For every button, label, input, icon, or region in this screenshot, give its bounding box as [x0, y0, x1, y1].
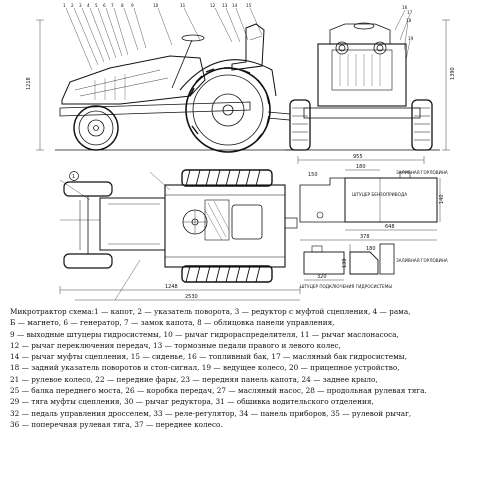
svg-text:8: 8 — [121, 3, 124, 8]
top-view — [59, 169, 301, 301]
svg-text:18: 18 — [406, 18, 412, 23]
caption: Микротрактор схема:1 — капот, 2 — указат… — [10, 306, 475, 430]
dim-length-top: 2530 — [185, 294, 198, 300]
oil-tank-detail — [303, 243, 395, 281]
label-hydro-fitting: ШТУЦЕР ПОДКЛЮЧЕНИЯ ГИДРОСИСТЕМЫ — [300, 284, 392, 289]
caption-line: Микротрактор схема:1 — капот, 2 — указат… — [10, 307, 411, 316]
caption-line: 25 — балка переднего моста, 26 — коробка… — [10, 386, 427, 396]
svg-text:9: 9 — [131, 3, 134, 8]
svg-text:17: 17 — [407, 10, 413, 15]
dim-small-w: 320 — [317, 274, 327, 280]
svg-text:15: 15 — [246, 3, 252, 8]
svg-text:12: 12 — [210, 3, 216, 8]
side-view — [36, 7, 300, 153]
dim-tank-w1: 150 — [308, 172, 318, 178]
dim-track-top: 1248 — [165, 284, 178, 290]
svg-text:16: 16 — [402, 5, 408, 10]
svg-text:2: 2 — [71, 3, 74, 8]
caption-line: 32 — педаль управления дросселем, 33 — р… — [10, 408, 412, 418]
svg-text:11: 11 — [180, 3, 186, 8]
caption-line: 14 — рычаг муфты сцепления, 15 — сиденье… — [10, 352, 407, 362]
svg-text:10: 10 — [153, 3, 159, 8]
svg-text:14: 14 — [232, 3, 238, 8]
svg-text:19: 19 — [408, 36, 414, 41]
svg-text:3: 3 — [79, 3, 82, 8]
svg-text:7: 7 — [111, 3, 114, 8]
svg-text:13: 13 — [222, 3, 228, 8]
svg-text:6: 6 — [103, 3, 106, 8]
label-filler-top: ЗАЛИВНАЯ ГОРЛОВИНА — [396, 170, 448, 175]
svg-text:4: 4 — [87, 3, 90, 8]
dim-small-h: 130 — [342, 258, 348, 268]
caption-line: 12 — рычаг переключения передач, 13 — то… — [10, 340, 341, 350]
caption-line: 18 — задний указатель поворотов и стоп-с… — [10, 363, 400, 373]
fuel-tank-detail — [299, 169, 441, 241]
dim-tank-len2: 378 — [360, 234, 370, 240]
view-number: 1 — [72, 174, 75, 180]
front-view — [285, 9, 450, 164]
dim-tank-h: 140 — [439, 194, 445, 204]
svg-text:5: 5 — [95, 3, 98, 8]
caption-line: Б — магнето, 6 — генератор, 7 — замок ка… — [10, 318, 335, 328]
dim-tank-w2: 180 — [356, 164, 366, 170]
dim-width-front: 955 — [353, 154, 363, 160]
dim-height-front: 1390 — [450, 67, 456, 80]
label-fitting: ШТУЦЕР БЕНЗОПРИВОДА — [352, 192, 407, 197]
dim-small-side: 180 — [366, 246, 376, 252]
caption-line: 9 — выходные штуцеры гидросистемы, 10 — … — [10, 329, 399, 339]
dim-tank-len: 648 — [385, 224, 395, 230]
caption-line: 21 — рулевое колесо, 22 — передние фары,… — [10, 374, 378, 384]
caption-line: 36 — поперечная рулевая тяга, 37 — перед… — [10, 419, 223, 429]
svg-text:1: 1 — [63, 3, 66, 8]
label-filler-bottom: ЗАЛИВНАЯ ГОРЛОВИНА — [396, 258, 448, 263]
dim-height-side: 1218 — [26, 77, 32, 90]
caption-line: 29 — тяга муфты сцепления, 30 — рычаг ре… — [10, 397, 374, 407]
